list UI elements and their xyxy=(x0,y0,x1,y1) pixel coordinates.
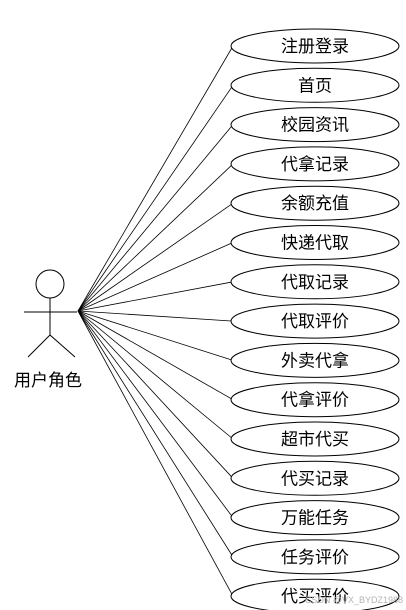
use-case-label: 万能任务 xyxy=(281,509,349,529)
use-case-ellipse xyxy=(230,28,400,64)
use-case-ellipse xyxy=(230,500,400,536)
use-case-label: 代取评价 xyxy=(281,312,349,332)
use-case: 代取记录 xyxy=(230,264,400,300)
use-case: 代拿记录 xyxy=(230,146,400,182)
use-case: 代取评价 xyxy=(230,303,400,339)
actor: 用户角色 xyxy=(14,269,82,391)
use-case-label: 代取记录 xyxy=(281,273,349,293)
use-case-ellipse xyxy=(230,539,400,575)
use-case-list: 注册登录首页校园资讯代拿记录余额充值快递代取代取记录代取评价外卖代拿代拿评价超市… xyxy=(230,28,400,610)
association-line xyxy=(77,45,234,312)
association-line xyxy=(77,242,234,312)
association-line xyxy=(77,124,234,312)
use-case: 代买记录 xyxy=(230,460,400,496)
use-case-label: 首页 xyxy=(298,76,332,96)
use-case-ellipse xyxy=(230,264,400,300)
actor-head xyxy=(35,269,65,299)
use-case-label: 外卖代拿 xyxy=(281,350,349,371)
use-case-label: 校园资讯 xyxy=(281,116,349,136)
use-case-ellipse xyxy=(230,185,400,221)
use-case-ellipse xyxy=(230,67,400,103)
use-case: 外卖代拿 xyxy=(230,342,400,378)
association-line xyxy=(77,310,234,440)
association-line xyxy=(77,310,234,322)
use-case: 任务评价 xyxy=(230,539,400,575)
actor-right-leg xyxy=(49,334,76,358)
association-lines xyxy=(77,45,234,597)
use-case-ellipse xyxy=(230,578,400,610)
use-case-label: 快递代取 xyxy=(281,234,349,254)
use-case-label: 代拿记录 xyxy=(281,154,349,175)
watermark: CSDN @VX_BYDZ1988 xyxy=(305,595,403,605)
use-case: 校园资讯 xyxy=(230,107,400,143)
use-case-label: 代买记录 xyxy=(281,469,349,489)
use-case-label: 任务评价 xyxy=(281,548,349,568)
association-line xyxy=(77,310,234,401)
use-case: 注册登录 xyxy=(230,28,400,64)
association-line xyxy=(77,85,234,312)
use-case-ellipse xyxy=(230,225,400,260)
use-case-ellipse xyxy=(230,146,400,182)
association-line xyxy=(77,281,234,312)
use-case-ellipse xyxy=(230,107,400,143)
use-case-ellipse xyxy=(230,342,400,378)
use-case: 超市代买 xyxy=(230,421,400,457)
association-line xyxy=(77,310,234,597)
use-case-ellipse xyxy=(230,382,400,418)
association-line xyxy=(77,310,234,361)
association-line xyxy=(77,310,234,518)
actor-label: 用户角色 xyxy=(14,371,82,391)
use-case-label: 注册登录 xyxy=(281,37,349,57)
use-case: 余额充值 xyxy=(230,185,400,221)
use-case: 万能任务 xyxy=(230,500,400,536)
use-case-label: 超市代买 xyxy=(281,430,349,450)
use-case-ellipse xyxy=(230,421,400,457)
actor-left-leg xyxy=(27,334,51,358)
use-case: 快递代取 xyxy=(230,225,400,260)
association-line xyxy=(77,310,234,558)
use-case-ellipse xyxy=(230,303,400,339)
use-case-label: 代买评价 xyxy=(281,587,349,607)
use-case: 首页 xyxy=(230,67,400,103)
use-case: 代拿评价 xyxy=(230,382,400,418)
use-case: 代买评价 xyxy=(230,578,400,610)
association-line xyxy=(77,310,234,479)
association-line xyxy=(77,163,234,312)
use-case-label: 余额充值 xyxy=(281,194,349,214)
use-case-ellipse xyxy=(230,460,400,496)
association-line xyxy=(77,202,234,312)
use-case-label: 代拿评价 xyxy=(281,390,349,411)
